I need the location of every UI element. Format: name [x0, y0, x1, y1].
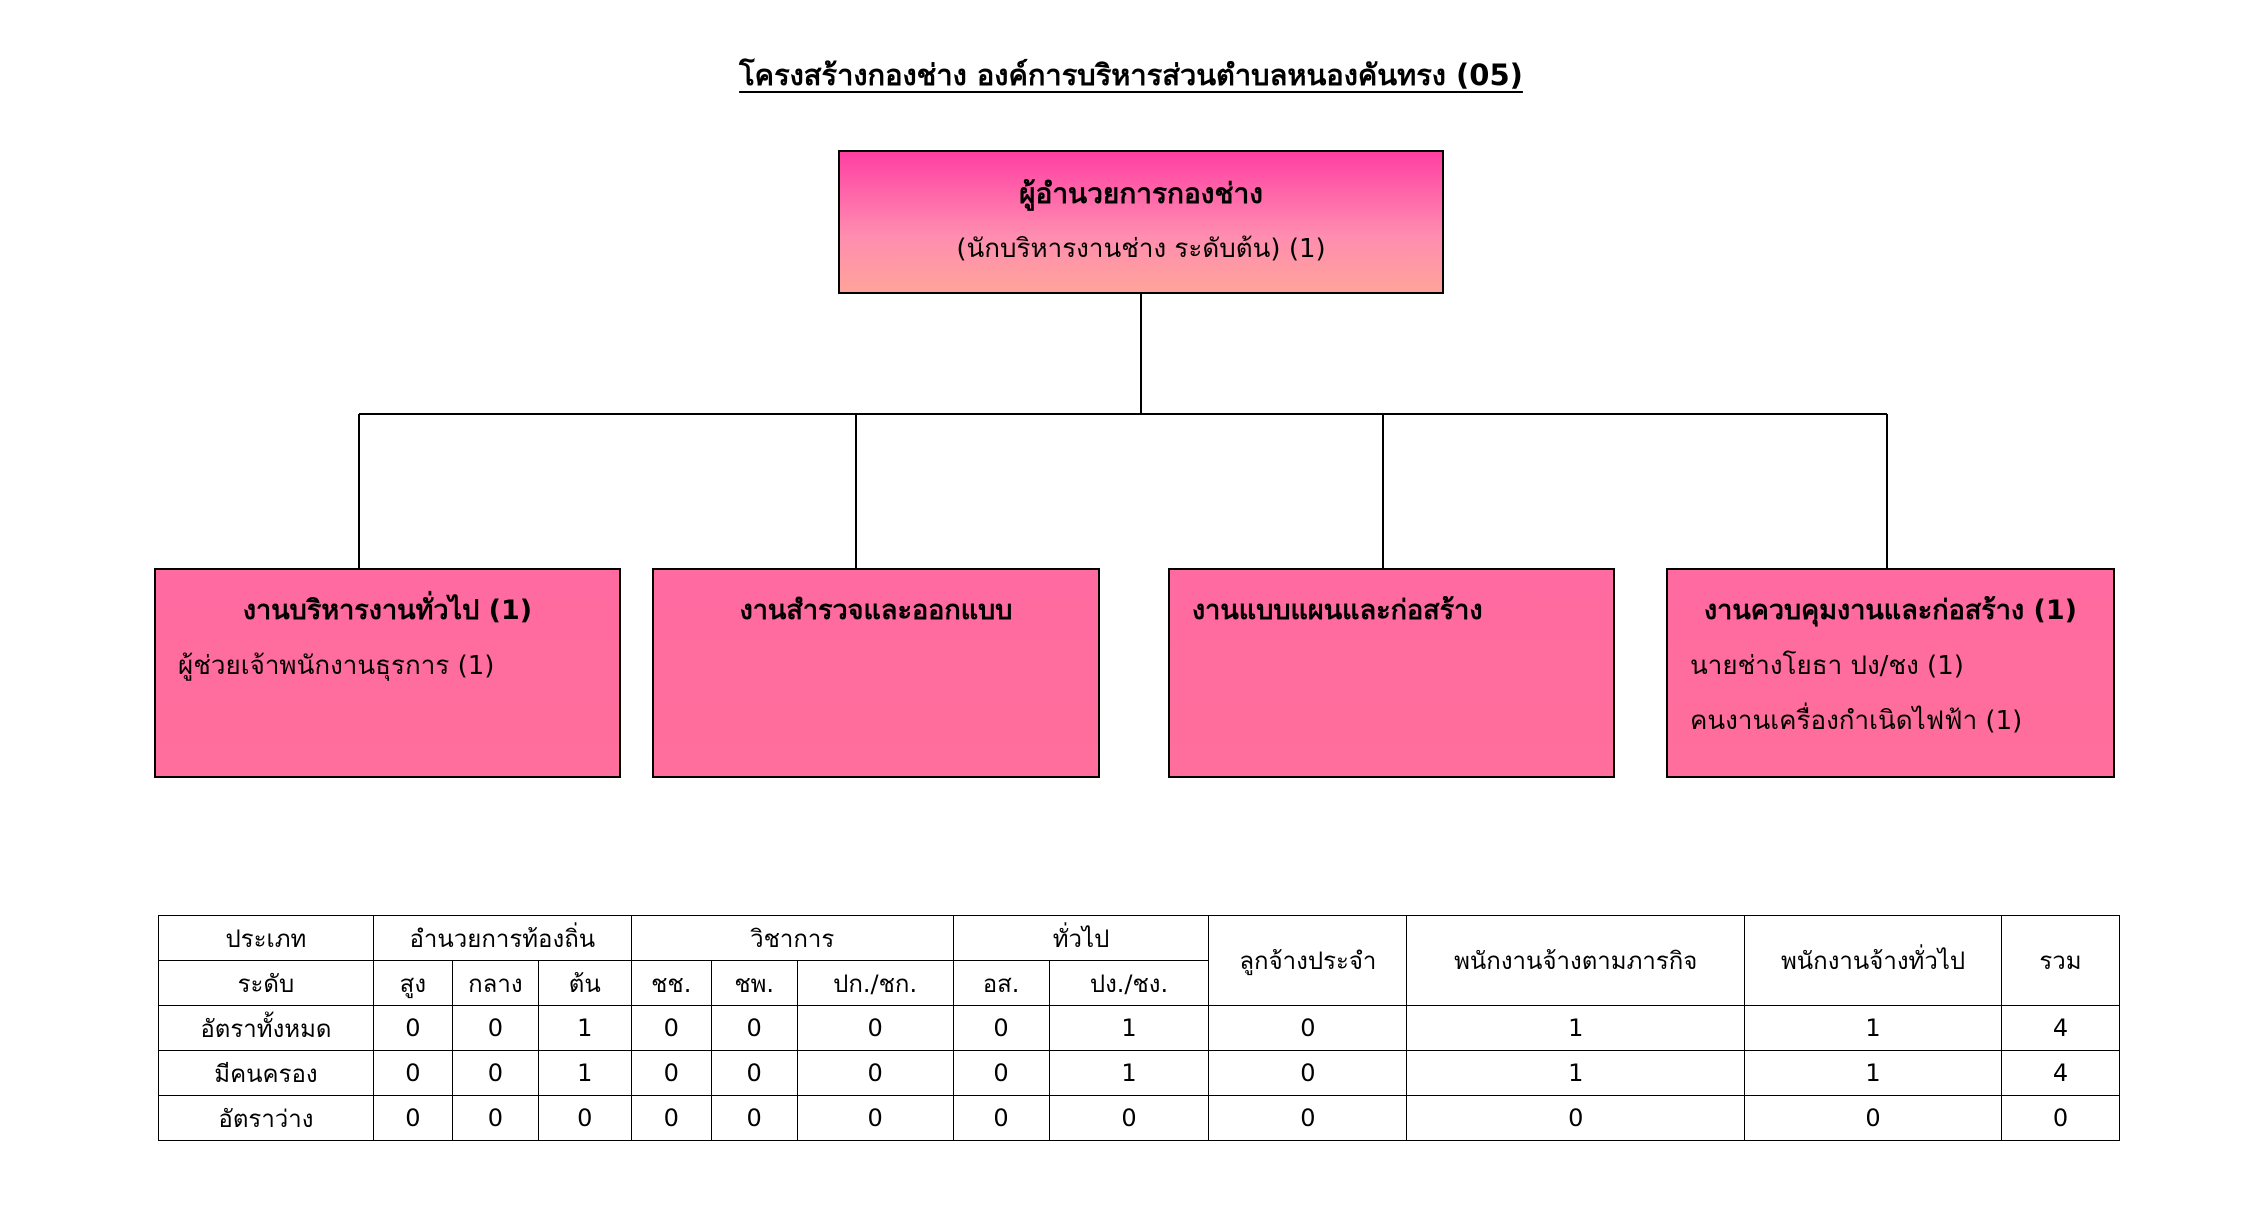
director-box: ผู้อำนวยการกองช่าง (นักบริหารงานช่าง ระด…	[838, 150, 1444, 294]
table-cell: 0	[1744, 1095, 2002, 1141]
subheader-cell: ปง./ชง.	[1048, 960, 1210, 1006]
table-cell: 0	[537, 1095, 632, 1141]
table-cell: 0	[451, 1050, 539, 1096]
table-cell: 1	[1406, 1050, 1746, 1096]
unit-position: คนงานเครื่องกำเนิดไฟฟ้า (1)	[1690, 706, 2023, 736]
subheader-cell: สูง	[372, 960, 453, 1006]
table-cell: 1	[1744, 1050, 2002, 1096]
table-row: อัตราทั้งหมด 0 0 1 0 0 0 0 1 0 1 1 4	[158, 1005, 2121, 1051]
table-cell: 0	[796, 1095, 954, 1141]
unit-title: งานบริหารงานทั่วไป (1)	[242, 595, 533, 626]
page-title-text: โครงสร้างกองช่าง องค์การบริหารส่วนตำบลหน…	[739, 58, 1523, 92]
row-label: อัตราว่าง	[158, 1095, 374, 1141]
unit-box-plan-construction: งานแบบแผนและก่อสร้าง	[1168, 568, 1615, 778]
table-cell: 0	[1208, 1005, 1408, 1051]
row-label: อัตราทั้งหมด	[158, 1005, 374, 1051]
page-title: โครงสร้างกองช่าง องค์การบริหารส่วนตำบลหน…	[0, 52, 2262, 98]
table-cell: 0	[630, 1095, 712, 1141]
unit-box-survey-design: งานสำรวจและออกแบบ	[652, 568, 1100, 778]
subheader-cell: ปก./ชก.	[796, 960, 954, 1006]
subheader-cell: ชพ.	[710, 960, 798, 1006]
table-row: มีคนครอง 0 0 1 0 0 0 0 1 0 1 1 4	[158, 1050, 2121, 1096]
subheader-cell: กลาง	[451, 960, 539, 1006]
table-cell: 4	[2000, 1050, 2121, 1096]
table-cell: 0	[952, 1005, 1050, 1051]
director-subtitle: (นักบริหารงานช่าง ระดับต้น) (1)	[956, 234, 1326, 264]
table-cell: 0	[630, 1005, 712, 1051]
table-cell: 0	[451, 1005, 539, 1051]
header-mission-employee: พนักงานจ้างตามภารกิจ	[1406, 915, 1746, 1006]
group-header-local-admin: อำนวยการท้องถิ่น	[372, 915, 632, 961]
table-cell: 0	[796, 1005, 954, 1051]
table-cell: 0	[952, 1095, 1050, 1141]
table-cell: 1	[1048, 1005, 1210, 1051]
unit-box-general-admin: งานบริหารงานทั่วไป (1) ผู้ช่วยเจ้าพนักงา…	[154, 568, 621, 778]
group-header-general: ทั่วไป	[952, 915, 1210, 961]
unit-title: งานควบคุมงานและก่อสร้าง (1)	[1703, 595, 2078, 626]
table-cell: 0	[630, 1050, 712, 1096]
table-cell: 0	[372, 1050, 453, 1096]
table-cell: 0	[1208, 1095, 1408, 1141]
unit-box-construction-control: งานควบคุมงานและก่อสร้าง (1) นายช่างโยธา …	[1666, 568, 2115, 778]
subheader-cell: ต้น	[537, 960, 632, 1006]
unit-position: ผู้ช่วยเจ้าพนักงานธุรการ (1)	[178, 651, 495, 681]
row-label: มีคนครอง	[158, 1050, 374, 1096]
subheader-cell: อส.	[952, 960, 1050, 1006]
unit-position: นายช่างโยธา ปง/ชง (1)	[1690, 651, 1964, 681]
table-cell: 1	[537, 1050, 632, 1096]
unit-title: งานแบบแผนและก่อสร้าง	[1192, 595, 1483, 626]
table-cell: 0	[710, 1005, 798, 1051]
group-header-academic: วิชาการ	[630, 915, 954, 961]
table-header-row: ประเภท อำนวยการท้องถิ่น วิชาการ ทั่วไป ล…	[158, 915, 2121, 1006]
table-cell: 0	[1208, 1050, 1408, 1096]
table-cell: 1	[1048, 1050, 1210, 1096]
type-header: ประเภท	[158, 915, 374, 961]
table-subheader-row: ระดับ สูง กลาง ต้น ชช. ชพ. ปก./ชก. อส. ป…	[158, 960, 2120, 1006]
table-cell: 0	[451, 1095, 539, 1141]
header-permanent-employee: ลูกจ้างประจำ	[1208, 915, 1408, 1006]
table-cell: 0	[372, 1005, 453, 1051]
table-cell: 0	[710, 1095, 798, 1141]
table-cell: 1	[537, 1005, 632, 1051]
table-cell: 0	[952, 1050, 1050, 1096]
table-cell: 0	[1048, 1095, 1210, 1141]
unit-title: งานสำรวจและออกแบบ	[739, 595, 1013, 626]
table-cell: 0	[2000, 1095, 2121, 1141]
subheader-cell: ชช.	[630, 960, 712, 1006]
staffing-table: ประเภท อำนวยการท้องถิ่น วิชาการ ทั่วไป ล…	[158, 915, 2121, 1141]
table-row: อัตราว่าง 0 0 0 0 0 0 0 0 0 0 0 0	[158, 1095, 2121, 1141]
table-cell: 0	[372, 1095, 453, 1141]
table-cell: 4	[2000, 1005, 2121, 1051]
header-total: รวม	[2000, 915, 2121, 1006]
table-cell: 0	[796, 1050, 954, 1096]
director-title: ผู้อำนวยการกองช่าง	[1019, 177, 1263, 210]
level-header: ระดับ	[158, 960, 374, 1006]
table-cell: 1	[1406, 1005, 1746, 1051]
table-cell: 1	[1744, 1005, 2002, 1051]
header-general-employee: พนักงานจ้างทั่วไป	[1744, 915, 2002, 1006]
table-cell: 0	[1406, 1095, 1746, 1141]
table-cell: 0	[710, 1050, 798, 1096]
